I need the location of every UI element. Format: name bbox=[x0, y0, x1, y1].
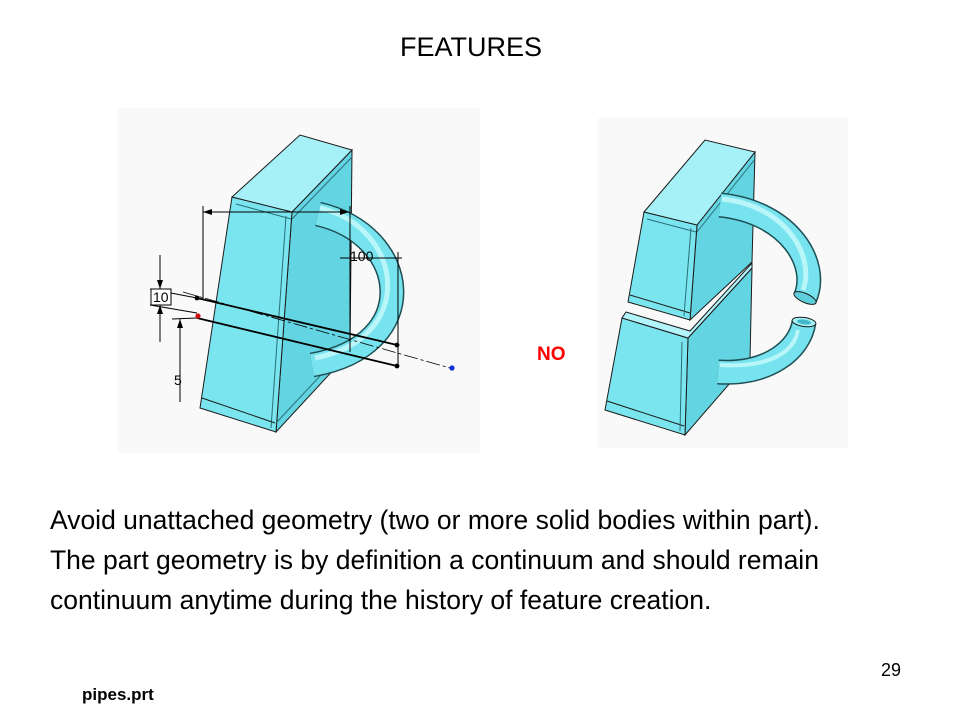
lower-pipe-end-cap-inner bbox=[797, 319, 811, 325]
upper-pipe-end-cap bbox=[793, 291, 817, 305]
verdict-label: NO bbox=[537, 344, 566, 365]
dim-label-length: 100 bbox=[350, 248, 374, 264]
upper-pipe-highlight bbox=[721, 196, 809, 291]
slide-title: FEATURES bbox=[400, 32, 543, 62]
body-line: The part geometry is by definition a con… bbox=[50, 545, 819, 575]
attached-pipe-figure: 10 100 5 bbox=[118, 108, 480, 453]
dim-label-bottom-offset: 5 bbox=[174, 372, 182, 388]
upper-block-bottom-fillet-edge bbox=[629, 294, 691, 314]
plate-top-right-fillet-edge bbox=[291, 156, 353, 220]
sketch-points bbox=[194, 295, 400, 369]
plate-bottom-fillet-edge bbox=[201, 397, 276, 424]
sketch-point-selected bbox=[195, 313, 201, 319]
dim-label-small-offset: 10 bbox=[153, 289, 169, 305]
sketch-line-lower bbox=[196, 317, 398, 367]
dim-label-box bbox=[150, 288, 172, 306]
upper-block-vertical-fillet-edge bbox=[683, 227, 692, 317]
page-number: 29 bbox=[881, 660, 902, 680]
pipe-highlight bbox=[314, 205, 391, 361]
lower-block-vertical-fillet-edge bbox=[679, 341, 683, 432]
plate-top-face bbox=[230, 134, 353, 213]
body-line: Avoid unattached geometry (two or more s… bbox=[50, 505, 820, 535]
lower-block-bottom-fillet-edge bbox=[606, 400, 685, 427]
lower-pipe-highlight bbox=[719, 329, 800, 368]
upper-block-top-face bbox=[643, 139, 756, 226]
body-line: continuum anytime during the history of … bbox=[50, 585, 712, 615]
sketch-centerline bbox=[182, 291, 451, 369]
upper-block-top-fillet-edge bbox=[646, 218, 697, 233]
model-filename: pipes.prt bbox=[82, 685, 154, 704]
plate-vertical-fillet-edge bbox=[270, 215, 287, 429]
body-paragraph: Avoid unattached geometry (two or more s… bbox=[50, 500, 820, 620]
unattached-bodies-figure bbox=[598, 118, 848, 448]
lower-pipe-body bbox=[717, 319, 815, 384]
lower-block-top-fillet bbox=[621, 261, 753, 339]
dimension-arrows bbox=[157, 209, 349, 328]
centerline-endpoint bbox=[449, 365, 455, 371]
